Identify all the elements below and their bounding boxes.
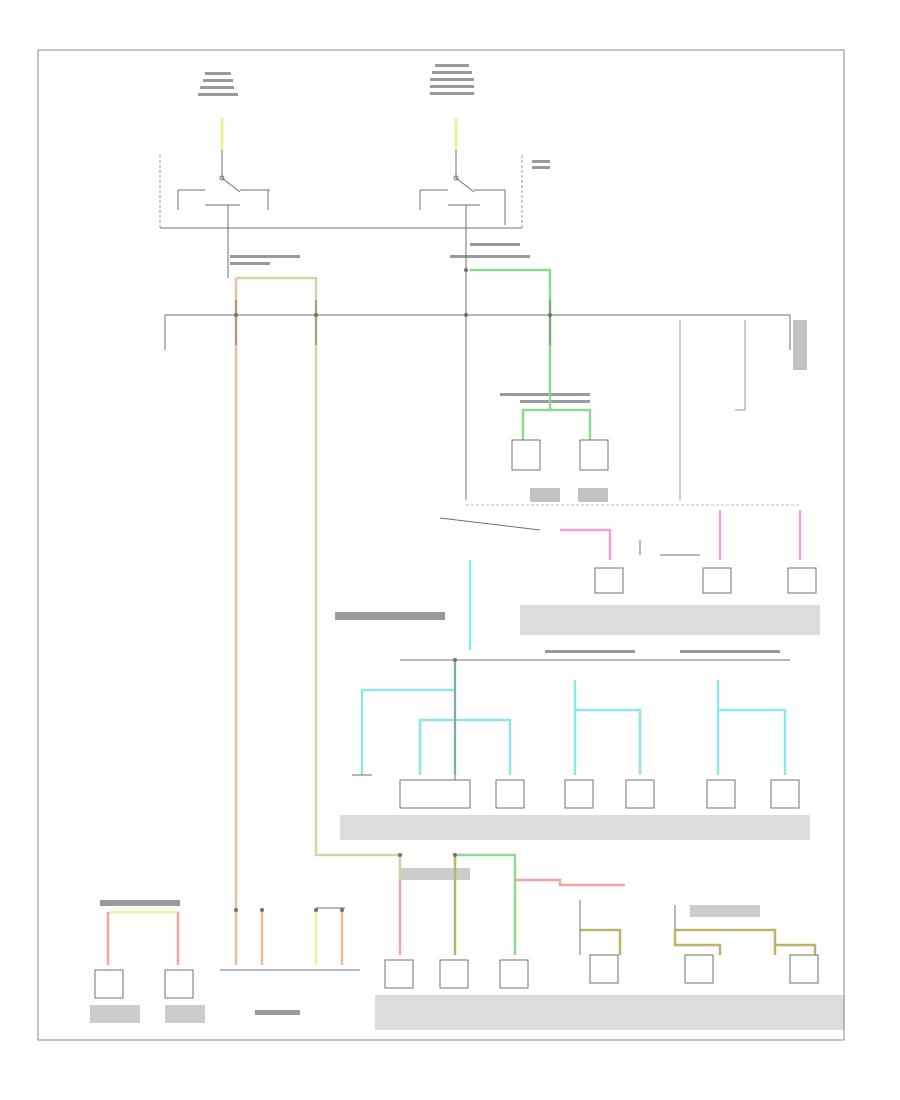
green-wire bbox=[470, 268, 592, 440]
salmon-wire bbox=[106, 878, 625, 965]
diagram-frame bbox=[37, 49, 845, 1041]
pink-wire bbox=[560, 510, 802, 560]
ground-components-row2 bbox=[594, 540, 817, 594]
green-wire-bottom bbox=[455, 853, 517, 955]
orange-wire-bottom bbox=[234, 910, 344, 965]
splice-dots bbox=[234, 268, 552, 912]
right-switch-assembly bbox=[419, 118, 506, 228]
cyan-wire bbox=[360, 560, 787, 775]
left-switch-assembly bbox=[177, 118, 270, 228]
illegible-labels bbox=[90, 64, 845, 1030]
ground-components-bottom bbox=[94, 900, 819, 999]
ground-components-row3 bbox=[352, 774, 800, 809]
olive-wire bbox=[453, 855, 817, 955]
yellow-wire bbox=[108, 910, 318, 965]
ground-components-row1 bbox=[511, 439, 609, 471]
tan-wire bbox=[236, 276, 402, 880]
switch-housing bbox=[159, 155, 523, 229]
